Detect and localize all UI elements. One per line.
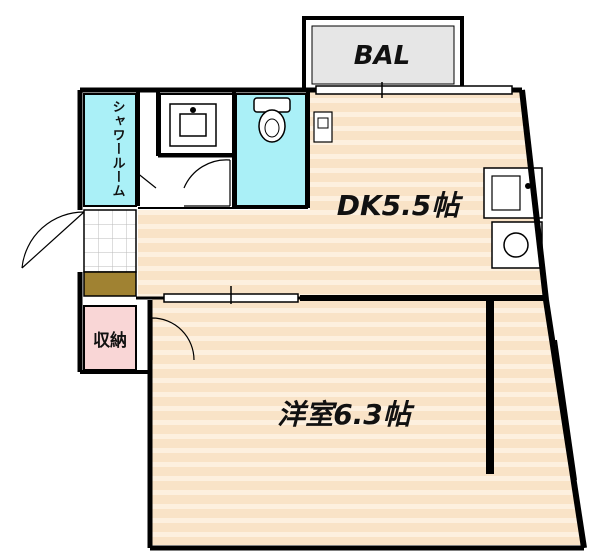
entrance	[21, 209, 137, 297]
washroom-door-swing	[183, 159, 231, 207]
washroom	[159, 93, 235, 207]
balcony: BAL	[302, 16, 464, 92]
shower-room: シャワールーム	[83, 93, 157, 207]
wood-floor	[138, 92, 582, 545]
stove-icon	[491, 221, 543, 269]
washbasin-icon	[169, 103, 217, 147]
balcony-label: BAL	[354, 41, 411, 71]
front-door-swing	[21, 211, 85, 269]
dining-kitchen-label: DK5.5帖	[337, 189, 464, 222]
toilet-icon	[253, 97, 291, 143]
dining-kitchen-floor	[138, 92, 545, 297]
toilet-room	[235, 93, 307, 207]
shower-room-label: シャワールーム	[110, 100, 126, 198]
windows	[163, 82, 513, 304]
western-room-floor	[152, 297, 582, 545]
wall-fixture	[313, 111, 333, 143]
storage-label: 収納	[93, 330, 127, 351]
western-room-label: 洋室6.3帖	[277, 398, 415, 431]
